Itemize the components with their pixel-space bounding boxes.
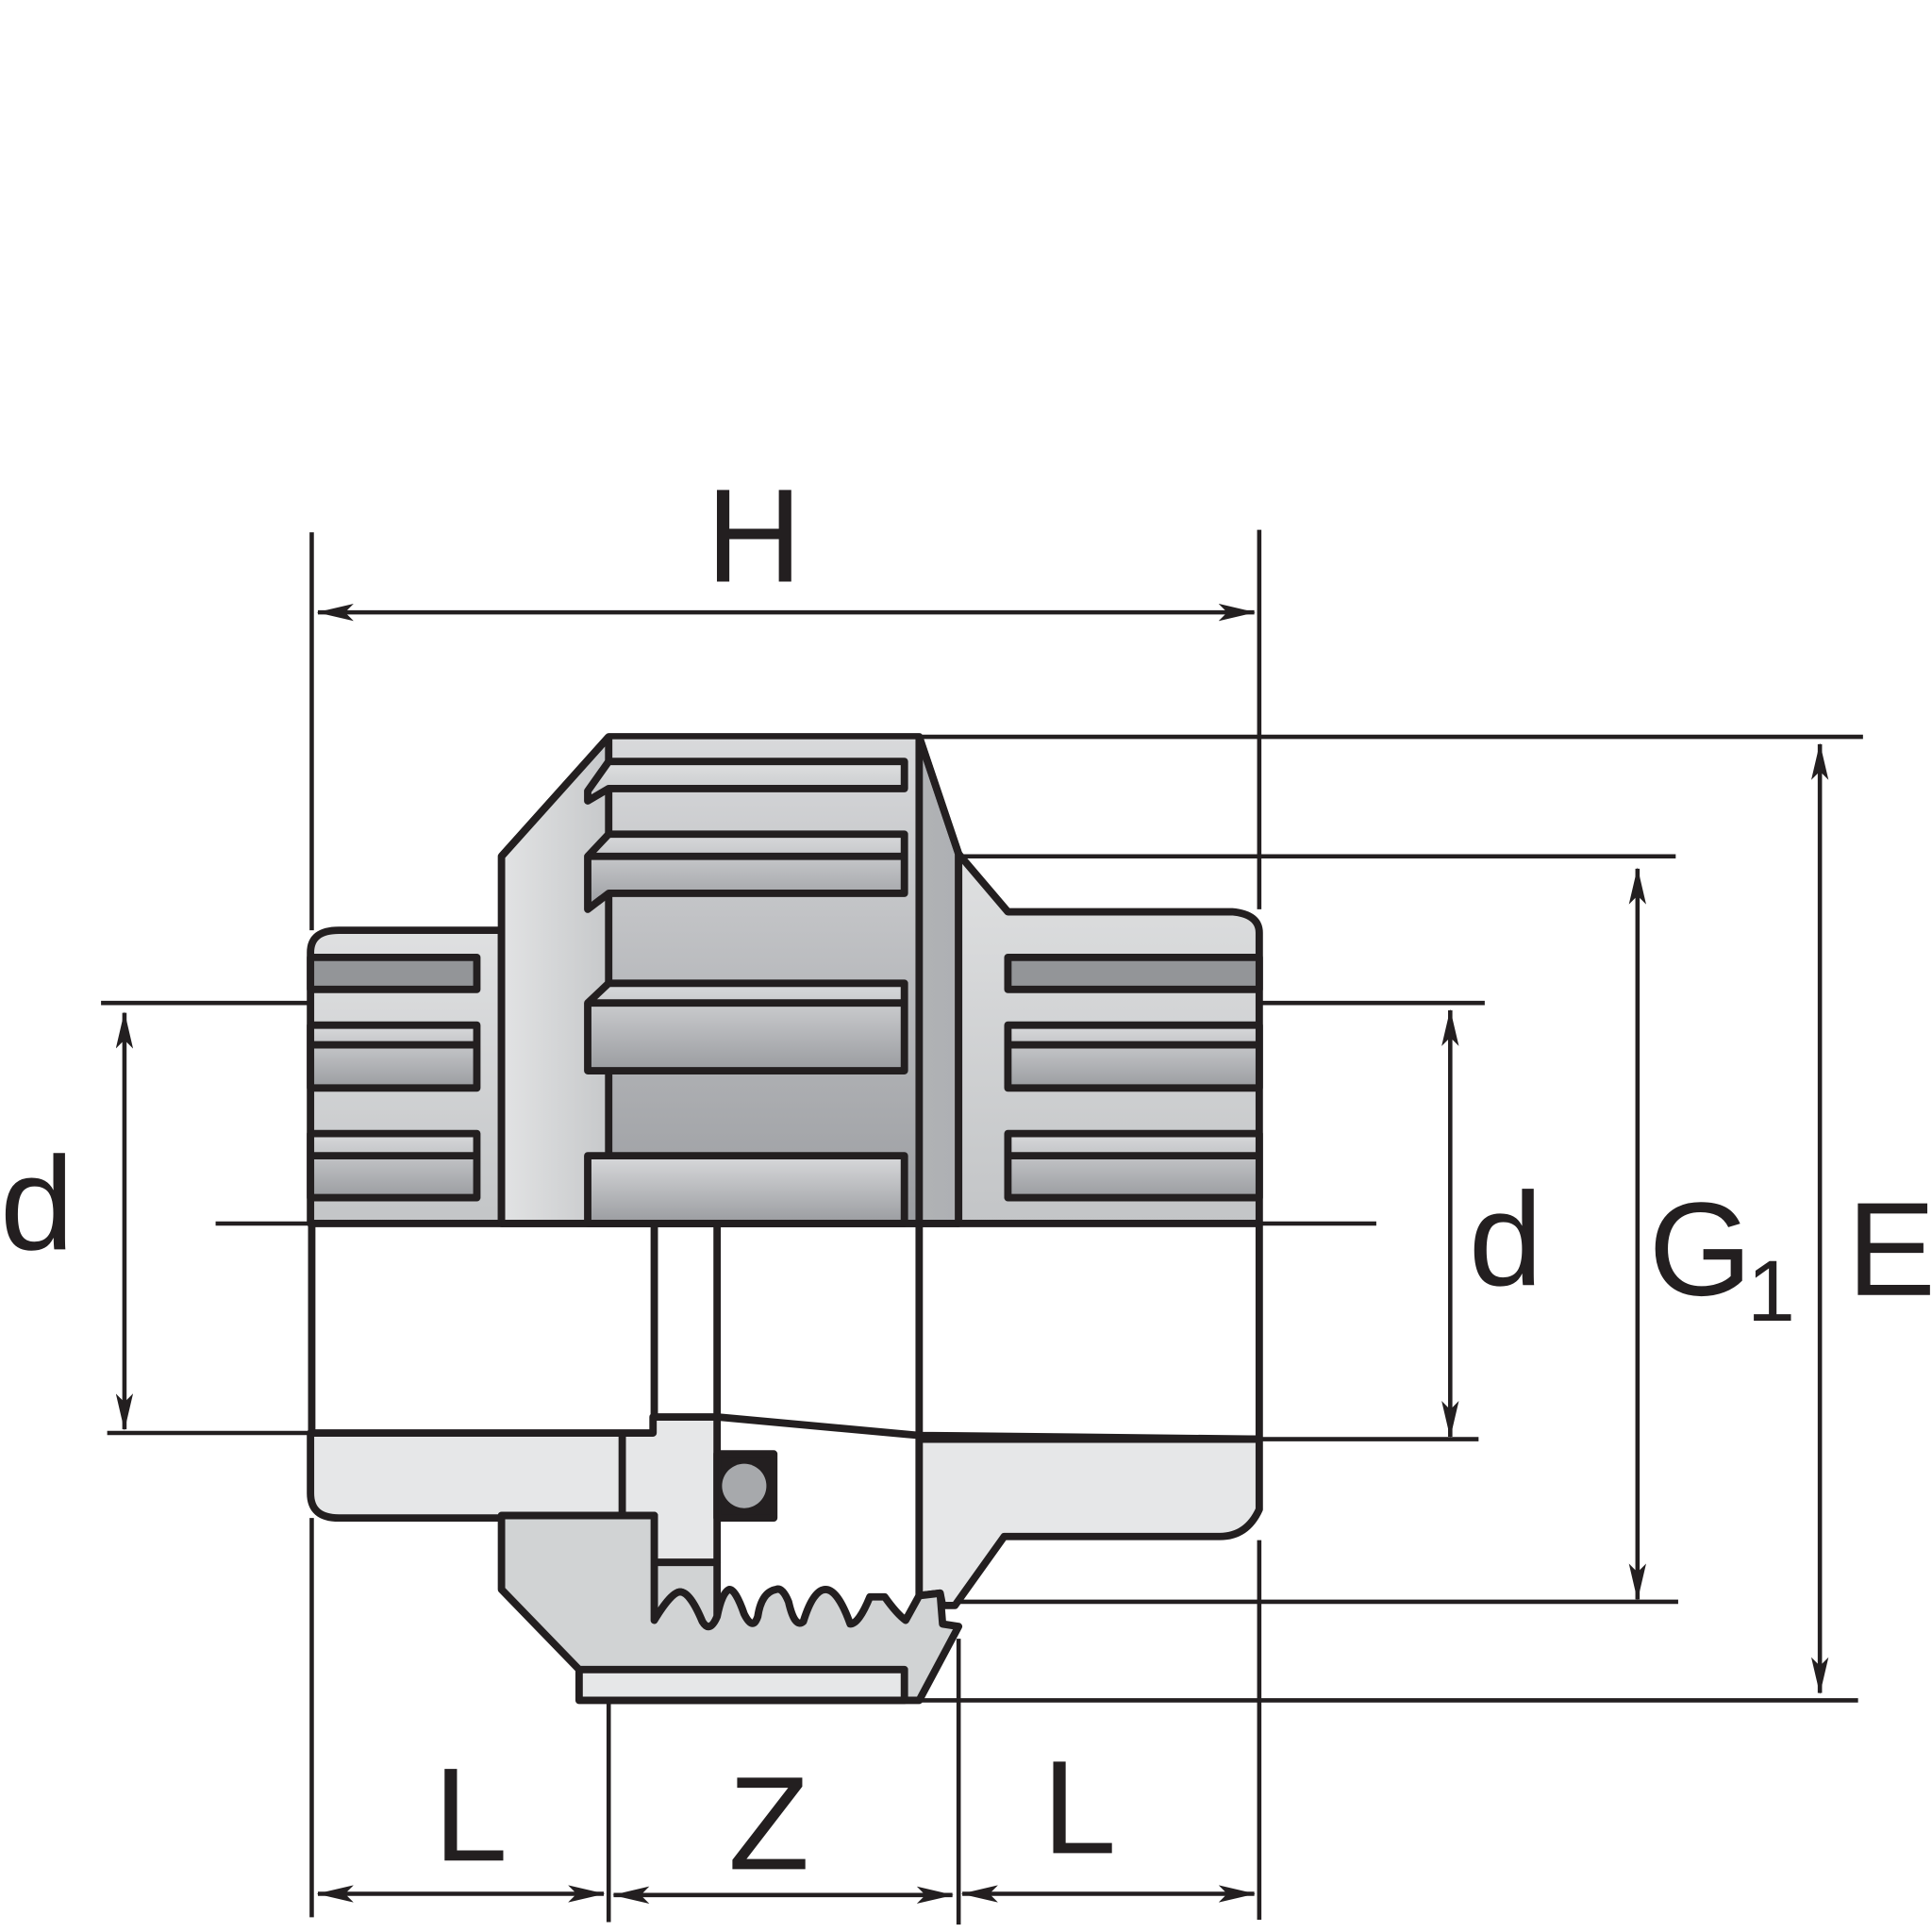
o-ring-seal: [722, 1463, 767, 1508]
extension-lines: [101, 529, 1863, 1925]
label-L-right: L: [1042, 1732, 1116, 1881]
union-nut-outline: [497, 1511, 963, 1705]
right-end-piece-section: [955, 850, 1263, 1227]
label-d-left: d: [0, 1128, 74, 1277]
label-H: H: [706, 460, 802, 609]
o-ring: [713, 1450, 778, 1523]
dimension-labels: H d d G 1 E L Z L: [0, 460, 1932, 1897]
union-nut-section: [497, 733, 963, 1227]
label-L-left: L: [434, 1740, 508, 1889]
label-G: G: [1649, 1174, 1753, 1324]
left-end-piece-section: [307, 926, 506, 1227]
label-Z: Z: [728, 1748, 809, 1897]
dimension-arrows: [115, 603, 1829, 1904]
label-G-subscript: 1: [1747, 1243, 1795, 1340]
right-end-piece-outline: [716, 1413, 1263, 1609]
label-d-right: d: [1469, 1164, 1542, 1313]
label-E: E: [1847, 1174, 1932, 1324]
